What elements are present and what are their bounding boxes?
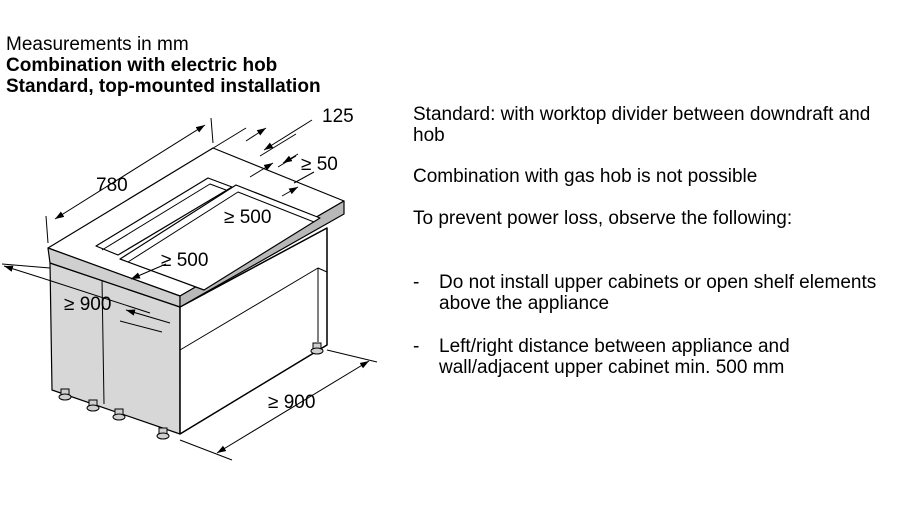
bullet-text: Do not install upper cabinets or open sh…	[439, 272, 877, 314]
bullet-item: - Do not install upper cabinets or open …	[413, 272, 883, 314]
dimension-900-left: ≥ 900	[64, 294, 111, 315]
dimension-900-right: ≥ 900	[268, 392, 315, 413]
note-power-loss: To prevent power loss, observe the follo…	[413, 208, 793, 229]
note-gas-hob: Combination with gas hob is not possible	[413, 166, 758, 187]
bullet-dash: -	[413, 272, 420, 293]
cabinet-body	[49, 227, 328, 435]
header: Measurements in mm Combination with elec…	[6, 34, 321, 97]
combination-title: Combination with electric hob	[6, 55, 278, 76]
bullet-dash: -	[413, 336, 420, 357]
dimension-500-width: ≥ 500	[161, 250, 208, 271]
measurements-note: Measurements in mm	[6, 34, 189, 55]
dimension-50: ≥ 50	[301, 154, 338, 175]
dimension-lines	[1, 117, 378, 461]
dimension-500-depth: ≥ 500	[224, 207, 271, 228]
cabinet-feet	[58, 342, 324, 440]
bullet-item: - Left/right distance between appliance …	[413, 336, 883, 378]
installation-title: Standard, top-mounted installation	[6, 76, 321, 97]
dimension-125: 125	[322, 106, 354, 127]
bullet-text: Left/right distance between appliance an…	[439, 336, 790, 378]
note-standard: Standard: with worktop divider between d…	[413, 104, 871, 146]
dimension-780: 780	[96, 175, 128, 196]
